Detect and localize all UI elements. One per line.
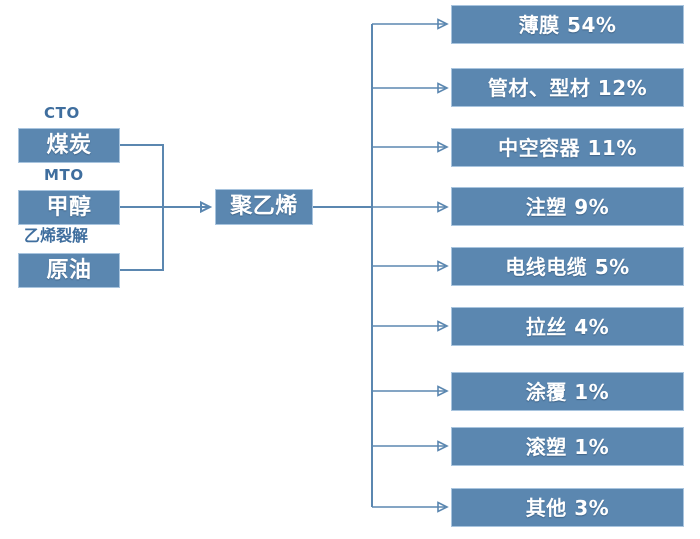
node-other[interactable]: 其他 3%: [451, 488, 684, 527]
arrowhead-branch-2: [437, 82, 449, 94]
node-crude-oil[interactable]: 原油: [18, 253, 120, 288]
process-label-ethylene-cracking: 乙烯裂解: [24, 226, 89, 245]
process-label-cto: CTO: [44, 104, 80, 122]
arrowhead-branch-1: [437, 18, 449, 30]
arrowhead-branch-9: [437, 501, 449, 513]
arrowhead-branch-4: [437, 201, 449, 213]
node-rotational-molding[interactable]: 滚塑 1%: [451, 427, 684, 466]
node-hollow-container[interactable]: 中空容器 11%: [451, 128, 684, 167]
arrowhead-branch-5: [437, 260, 449, 272]
wire-crude-to-bus: [120, 207, 164, 271]
node-film[interactable]: 薄膜 54%: [451, 5, 684, 44]
wire-coal-to-bus: [120, 144, 164, 207]
arrowhead-branch-8: [437, 440, 449, 452]
node-methanol[interactable]: 甲醇: [18, 190, 120, 225]
arrowhead-branch-3: [437, 141, 449, 153]
node-pipe-profile[interactable]: 管材、型材 12%: [451, 68, 684, 107]
arrowhead-branch-7: [437, 385, 449, 397]
node-wire-cable[interactable]: 电线电缆 5%: [451, 247, 684, 286]
arrowhead-branch-6: [437, 320, 449, 332]
node-drawing-filament[interactable]: 拉丝 4%: [451, 307, 684, 346]
node-polyethylene[interactable]: 聚乙烯: [215, 189, 313, 225]
node-injection-molding[interactable]: 注塑 9%: [451, 187, 684, 226]
arrowhead-to-polyethylene: [200, 200, 213, 214]
process-label-mto: MTO: [44, 166, 84, 184]
node-coating[interactable]: 涂覆 1%: [451, 372, 684, 411]
node-coal[interactable]: 煤炭: [18, 128, 120, 163]
